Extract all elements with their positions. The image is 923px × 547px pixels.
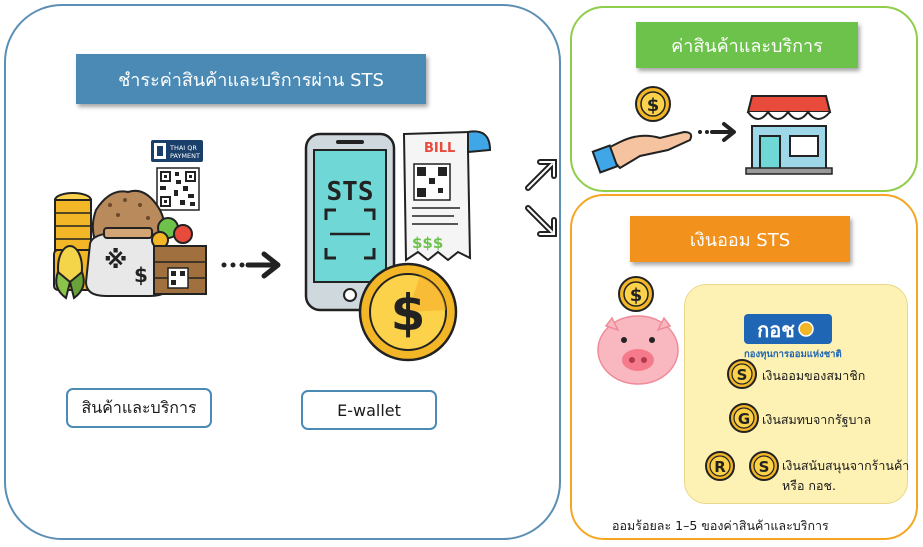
bill-dollars: $$$ <box>412 234 443 252</box>
savings-coin-dollar: $ <box>630 285 643 306</box>
arrow-right-icon-top <box>698 122 736 142</box>
shop-support-text: เงินสนับสนุนจากร้านค้า <box>782 458 910 473</box>
savings-title: เงินออม STS <box>630 216 850 262</box>
smartphone-icon: STS <box>304 132 396 312</box>
open-hand-icon <box>591 130 693 174</box>
rice-sack-icon: ※ $ <box>84 189 172 297</box>
small-coin-icon: $ <box>635 86 671 122</box>
member-savings-text: เงินออมของสมาชิก <box>762 368 866 383</box>
svg-text:※: ※ <box>104 246 127 274</box>
bill-receipt-icon: BILL $$$ <box>402 130 492 262</box>
vegetable-crate-icon <box>151 217 207 295</box>
government-contribution-text: เงินสมทบจากรัฐบาล <box>762 412 872 427</box>
shop-support-text-line2: หรือ กอช. <box>782 478 836 493</box>
qr-code-icon <box>156 167 200 211</box>
bill-text: BILL <box>424 141 455 156</box>
goods-services-label: สินค้าและบริการ <box>66 388 212 428</box>
ewallet-label: E-wallet <box>301 390 437 430</box>
piggy-bank-icon <box>597 315 679 385</box>
savings-rate-footer: ออมร้อยละ 1–5 ของค่าสินค้าและบริการ <box>612 518 829 533</box>
savings-coin-icon: $ <box>618 276 654 312</box>
top-coin-dollar: $ <box>647 95 660 116</box>
phone-sts-text: STS <box>327 177 374 207</box>
qr-badge-line1: THAI QR <box>169 144 197 152</box>
big-coin-dollar: $ <box>391 284 426 342</box>
thai-qr-payment-badge-icon: THAI QR PAYMENT <box>151 140 203 162</box>
gold-coin-icon: $ <box>358 262 458 362</box>
goods-cost-title: ค่าสินค้าและบริการ <box>636 22 858 68</box>
split-arrow-icon <box>525 159 557 237</box>
sack-dollar-symbol: $ <box>134 263 148 287</box>
payment-panel-title: ชำระค่าสินค้าและบริการผ่าน STS <box>76 54 426 104</box>
qr-badge-line2: PAYMENT <box>170 152 200 160</box>
shop-store-icon <box>745 95 833 175</box>
corn-icon <box>55 245 85 300</box>
arrow-right-icon <box>221 251 281 279</box>
